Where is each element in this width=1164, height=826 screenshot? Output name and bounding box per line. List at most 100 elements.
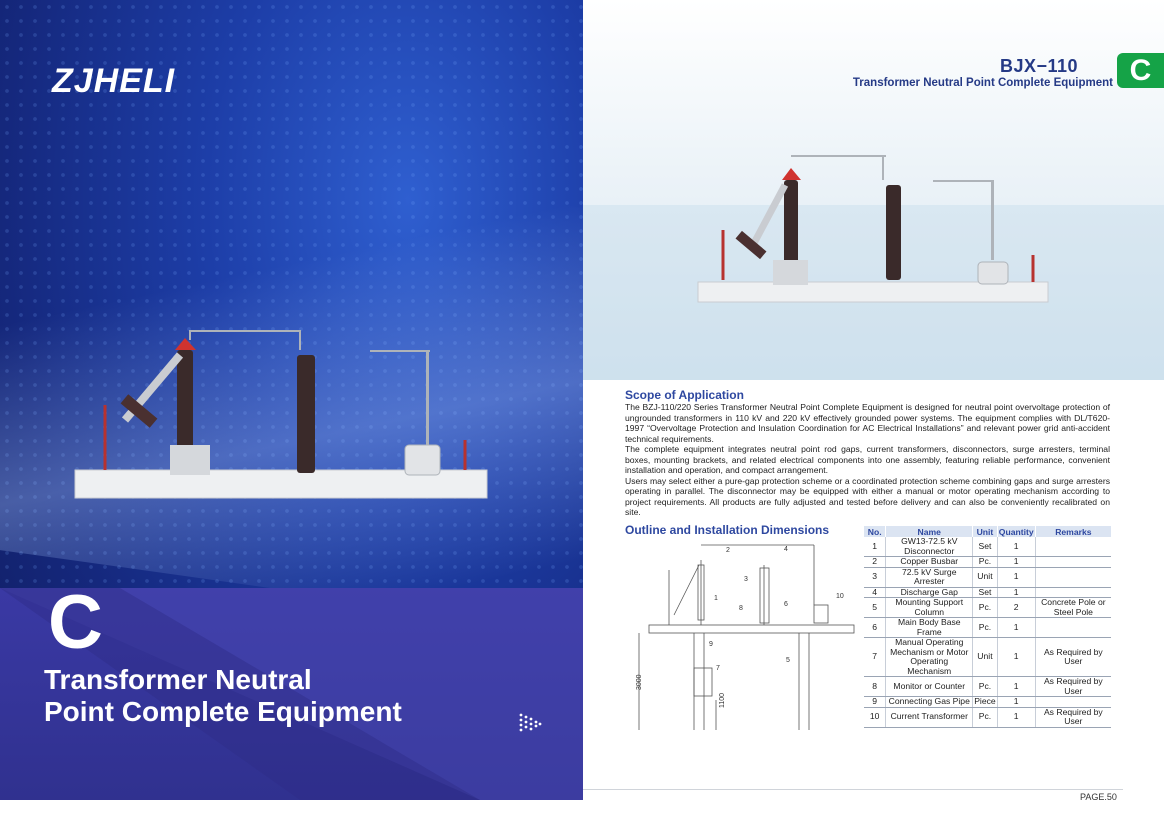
table-row: 4 Discharge Gap Set 1 [864, 587, 1111, 598]
cell-quantity: 1 [997, 556, 1036, 568]
cell-quantity: 1 [997, 676, 1036, 697]
cell-name: Main Body Base Frame [885, 617, 974, 638]
cell-unit: Set [972, 587, 998, 598]
cell-quantity: 1 [997, 567, 1036, 588]
cell-no: 5 [864, 597, 887, 618]
cover-title-line1: Transformer Neutral [44, 664, 312, 695]
cell-quantity: 1 [997, 637, 1036, 677]
label-5: 5 [786, 657, 790, 664]
table-row: 2 Copper Busbar Pc. 1 [864, 556, 1111, 568]
col-remarks: Remarks [1035, 526, 1111, 537]
table-row: 8 Monitor or Counter Pc. 1 As Required b… [864, 676, 1111, 697]
cell-unit: Pc. [972, 597, 998, 618]
cell-no: 1 [864, 537, 887, 557]
cell-no: 2 [864, 556, 887, 568]
table-row: 6 Main Body Base Frame Pc. 1 [864, 617, 1111, 638]
label-9: 9 [709, 641, 713, 648]
cell-remarks: As Required by User [1035, 676, 1111, 697]
cover-title-band [0, 588, 583, 800]
col-name: Name [885, 526, 974, 537]
cell-remarks: As Required by User [1035, 637, 1111, 677]
cell-name: Discharge Gap [885, 587, 974, 598]
label-8: 8 [739, 605, 743, 612]
cell-remarks [1035, 556, 1111, 568]
cell-name: 72.5 kV Surge Arrester [885, 567, 974, 588]
label-10: 10 [836, 593, 844, 600]
cell-remarks [1035, 567, 1111, 588]
cell-name: Monitor or Counter [885, 676, 974, 697]
cell-name: Mounting Support Column [885, 597, 974, 618]
cell-unit: Pc. [972, 707, 998, 728]
cell-no: 3 [864, 567, 887, 588]
scope-paragraph: Users may select either a pure-gap prote… [625, 475, 1110, 518]
scope-title: Scope of Application [625, 388, 744, 402]
outline-title: Outline and Installation Dimensions [625, 523, 830, 537]
cover-letter: C [48, 580, 103, 665]
table-row: 7 Manual Operating Mechanism or Motor Op… [864, 637, 1111, 677]
cell-no: 10 [864, 707, 887, 728]
cell-quantity: 1 [997, 696, 1036, 708]
cell-remarks [1035, 587, 1111, 598]
section-badge: C [1117, 53, 1164, 88]
next-arrow-icon [519, 713, 542, 732]
cell-unit: Unit [972, 567, 998, 588]
cell-quantity: 1 [997, 587, 1036, 598]
cover-panel: ZJHELI C Transformer Neutral [0, 0, 583, 800]
equipment-photo [74, 330, 488, 499]
cell-name: GW13-72.5 kV Disconnector [885, 536, 974, 557]
table-row: 9 Connecting Gas Pipe Piece 1 [864, 696, 1111, 708]
cell-remarks [1035, 617, 1111, 638]
table-row: 1 GW13-72.5 kV Disconnector Set 1 [864, 536, 1111, 557]
scope-paragraph: The BZJ-110/220 Series Transformer Neutr… [625, 402, 1110, 444]
cell-remarks: Concrete Pole or Steel Pole [1035, 597, 1111, 618]
outline-drawing: 1 2 3 4 5 6 7 8 9 10 3000 1100 [636, 544, 855, 730]
page-number: PAGE.50 [1080, 792, 1117, 802]
cell-remarks: As Required by User [1035, 707, 1111, 728]
cell-no: 4 [864, 587, 887, 598]
label-7: 7 [716, 665, 720, 672]
col-quantity: Quantity [997, 526, 1036, 537]
dim-3000: 3000 [636, 674, 643, 690]
cell-remarks [1035, 537, 1111, 557]
scope-paragraph: The complete equipment integrates neutra… [625, 444, 1110, 475]
product-code: BJX−110 [1000, 56, 1079, 76]
cell-no: 9 [864, 696, 887, 708]
label-2: 2 [726, 547, 730, 554]
cell-no: 8 [864, 676, 887, 697]
cell-unit: Unit [972, 637, 998, 677]
cell-name: Copper Busbar [885, 556, 974, 568]
cell-no: 7 [864, 637, 887, 677]
cell-unit: Set [972, 537, 998, 557]
cell-name: Current Transformer [885, 707, 974, 728]
label-6: 6 [784, 601, 788, 608]
cell-name: Connecting Gas Pipe [885, 696, 974, 708]
cell-no: 6 [864, 617, 887, 638]
footer-rule [583, 789, 1123, 790]
product-photo [697, 155, 1049, 303]
col-unit: Unit [972, 526, 998, 537]
cell-unit: Pc. [972, 617, 998, 638]
cell-name: Manual Operating Mechanism or Motor Oper… [885, 637, 974, 677]
cell-unit: Piece [972, 696, 998, 708]
table-row: 3 72.5 kV Surge Arrester Unit 1 [864, 567, 1111, 588]
cell-quantity: 2 [997, 597, 1036, 618]
table-header-row: No. Name Unit Quantity Remarks [864, 526, 1111, 537]
brand-logo: ZJHELI [52, 62, 176, 100]
product-subtitle: Transformer Neutral Point Complete Equip… [852, 77, 1113, 89]
band-diagonal [0, 588, 583, 800]
label-4: 4 [784, 546, 788, 553]
col-no: No. [864, 526, 887, 537]
cell-unit: Pc. [972, 556, 998, 568]
cell-quantity: 1 [997, 707, 1036, 728]
dim-1100: 1100 [719, 693, 726, 708]
scope-text: The BZJ-110/220 Series Transformer Neutr… [625, 402, 1110, 518]
cell-quantity: 1 [997, 617, 1036, 638]
cell-quantity: 1 [997, 537, 1036, 557]
label-3: 3 [744, 576, 748, 583]
cell-remarks [1035, 696, 1111, 708]
cell-unit: Pc. [972, 676, 998, 697]
table-row: 10 Current Transformer Pc. 1 As Required… [864, 707, 1111, 728]
table-row: 5 Mounting Support Column Pc. 2 Concrete… [864, 597, 1111, 618]
cover-title-line2: Point Complete Equipment [44, 696, 402, 727]
